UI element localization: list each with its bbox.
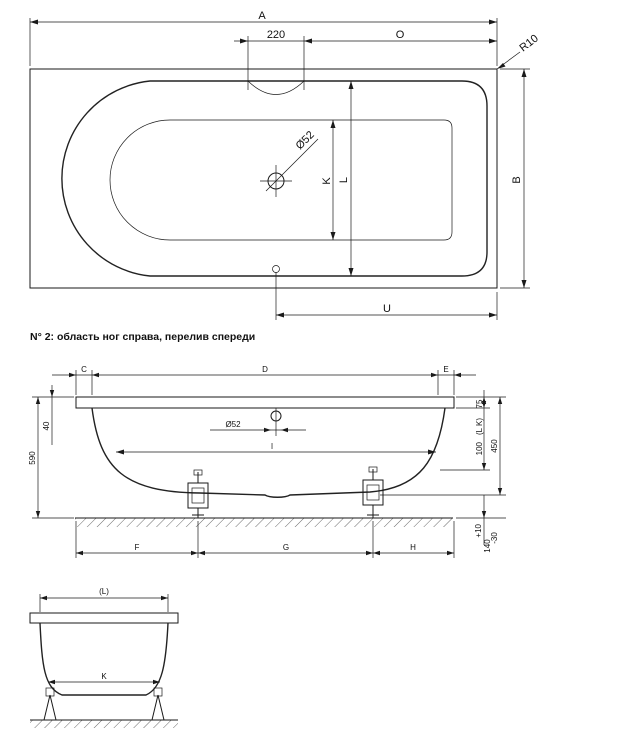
dim-label-d52-side: Ø52 <box>225 420 241 429</box>
tub-outline-top <box>29 68 498 289</box>
dim-label-100: 100 <box>475 441 484 455</box>
left-foot <box>187 469 209 518</box>
dim-label-b: B <box>511 176 523 183</box>
dim-label-590: 590 <box>28 451 37 465</box>
dim-label-lk: (L K) <box>475 418 484 435</box>
dim-label-220: 220 <box>267 29 285 41</box>
dim-label-o: O <box>396 29 405 41</box>
dim-label-a: A <box>258 10 266 22</box>
dim-label-h: H <box>410 543 416 552</box>
side-view: l Ø52 <box>28 365 506 558</box>
right-foot <box>362 466 384 518</box>
dim-label-g: G <box>283 543 289 552</box>
tub-body-side <box>91 407 446 498</box>
end-view: (L) K <box>29 587 179 728</box>
overflow-notch <box>247 80 305 95</box>
dim-label-k-top: K <box>321 177 333 185</box>
top-view: A 220 O R10 Ø52 K L B <box>29 10 541 320</box>
dim-label-l-end: (L) <box>99 587 109 596</box>
dim-label-l-side: l <box>271 442 273 451</box>
tub-bottom-contour <box>109 119 453 241</box>
drawing-caption: N° 2: область ног справа, перелив сперед… <box>30 331 256 343</box>
dim-label-minus30: -30 <box>490 532 499 544</box>
dim-label-d52-top: Ø52 <box>294 129 317 152</box>
dim-label-e: E <box>443 365 448 374</box>
floor-hatch-end <box>30 720 178 728</box>
tub-inner-contour <box>61 80 488 277</box>
dim-label-140: 140 <box>483 539 492 553</box>
tub-rim-end <box>29 612 179 624</box>
dim-label-plus10: +10 <box>474 523 483 537</box>
dim-label-d: D <box>262 365 268 374</box>
tub-rim-side <box>75 396 455 409</box>
dim-label-u: U <box>383 303 391 315</box>
dim-label-k-end: K <box>101 672 107 681</box>
dim-label-f: F <box>135 543 140 552</box>
dim-label-r10: R10 <box>517 32 540 54</box>
dim-label-450: 450 <box>490 439 499 453</box>
floor-hatch <box>75 518 453 527</box>
tub-body-end <box>39 622 169 696</box>
dim-label-75: 75 <box>475 399 484 408</box>
dim-label-c: C <box>81 365 87 374</box>
dim-label-l-top: L <box>338 177 350 183</box>
dim-label-40: 40 <box>42 421 51 430</box>
